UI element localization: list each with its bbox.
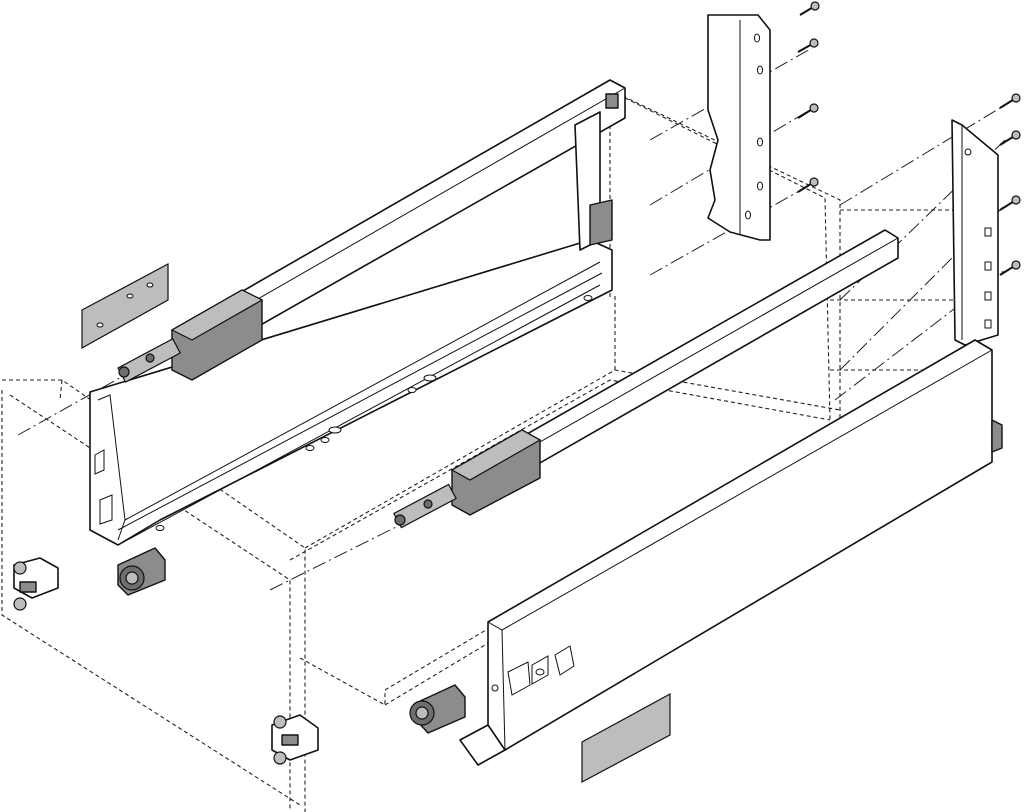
screw-icon xyxy=(999,260,1021,276)
right-front-adjuster xyxy=(409,684,466,734)
screw-icon xyxy=(797,38,819,53)
front-fixing-clip-left xyxy=(13,557,59,611)
cover-cap-upper xyxy=(81,262,169,350)
screw-icon xyxy=(999,93,1021,109)
left-runner-rail xyxy=(174,79,626,366)
screw-icon xyxy=(999,195,1021,211)
screw-icon xyxy=(797,103,819,119)
screw-icon xyxy=(799,1,820,16)
right-drawer-side-panel xyxy=(459,339,1003,766)
right-rail-connector xyxy=(450,429,542,516)
mounting-screws xyxy=(797,1,1021,276)
screw-icon xyxy=(999,130,1021,146)
left-rail-connector xyxy=(170,289,264,381)
left-drawer-side-panel xyxy=(89,239,613,546)
cover-cap-lower xyxy=(581,692,671,784)
screw-icon xyxy=(797,177,819,193)
cabinet-front-panel-outline xyxy=(1,379,306,812)
front-fixing-clip-bottom xyxy=(271,714,319,765)
left-front-adjuster xyxy=(117,547,166,596)
right-adjustment-bolt xyxy=(393,483,457,529)
right-rear-fixing-bracket xyxy=(951,119,999,346)
left-rear-fixing-bracket xyxy=(707,14,771,241)
left-adjustment-bolt xyxy=(117,338,182,383)
